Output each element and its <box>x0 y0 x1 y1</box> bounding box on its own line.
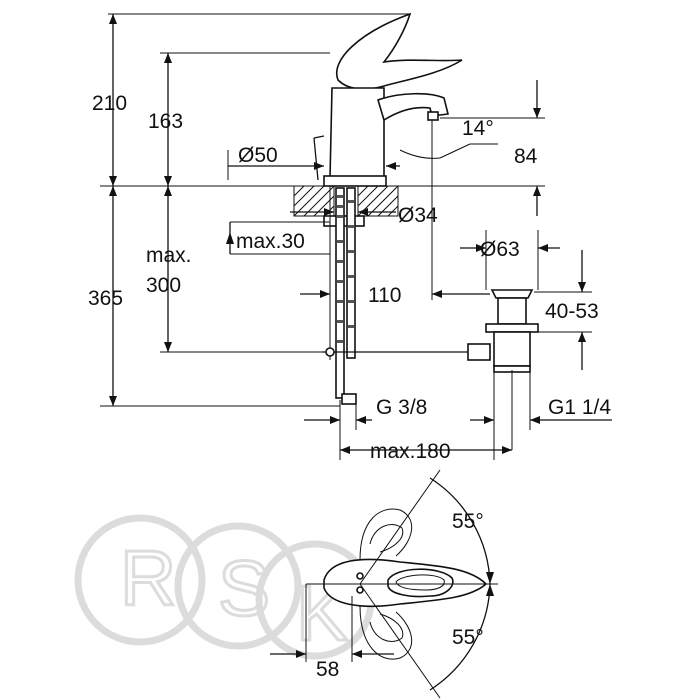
waste-nut <box>485 323 539 333</box>
label-angle-55-bottom: 55° <box>452 626 484 649</box>
left-dimensions <box>109 14 172 406</box>
lever-handle <box>335 12 463 90</box>
label-g114: G1 1/4 <box>548 396 611 419</box>
angle-ray-bottom <box>359 583 441 699</box>
top-view-lever-recess <box>387 568 454 598</box>
arc-55-top <box>429 477 491 585</box>
linkage-joint <box>325 347 335 357</box>
label-110: 110 <box>368 284 401 307</box>
lever-rotated-down-inner <box>369 613 404 642</box>
faucet-side-view <box>313 12 463 187</box>
watermark-ring-s <box>174 522 302 650</box>
label-angle-14: 14° <box>462 117 494 140</box>
label-angle-55-top: 55° <box>452 510 484 533</box>
faucet-top-view <box>270 469 498 699</box>
aerator <box>427 111 439 121</box>
label-210: 210 <box>92 92 127 115</box>
popup-waste <box>467 289 539 450</box>
popup-rod-knob <box>313 135 325 139</box>
waste-linkage-box <box>467 343 491 361</box>
waste-thread <box>497 297 527 325</box>
watermark-letter-r: R <box>120 534 176 622</box>
indicator-hot <box>356 572 364 580</box>
angle-arc <box>399 149 441 159</box>
label-max-30: max.30 <box>236 230 305 253</box>
label-300: 300 <box>146 274 181 297</box>
indicator-cold <box>356 586 364 594</box>
supply-hoses <box>322 186 470 405</box>
faucet-body <box>329 87 385 179</box>
label-diameter-34: Ø34 <box>398 204 438 227</box>
supply-hose-2 <box>346 187 356 359</box>
faucet-base <box>323 175 387 187</box>
supply-hose-1 <box>335 187 345 399</box>
hose-fitting <box>341 393 357 405</box>
deck-section <box>293 185 399 227</box>
label-max-180: max.180 <box>370 440 451 463</box>
watermark-letter-s: S <box>218 544 270 632</box>
label-365: 365 <box>88 287 123 310</box>
top-view-lever-inner <box>395 574 445 591</box>
spout-dimensions <box>227 80 545 300</box>
label-84: 84 <box>514 145 538 168</box>
label-max: max. <box>146 244 192 267</box>
label-g38: G 3/8 <box>376 396 427 419</box>
lever-rotated-up-inner <box>369 524 404 553</box>
lever-rotated-up <box>359 508 413 561</box>
deck-dimensions <box>226 208 396 255</box>
bottom-dimensions <box>304 370 612 460</box>
waste-body <box>493 331 531 367</box>
label-58: 58 <box>316 658 339 681</box>
faucet-spout <box>377 92 449 122</box>
dimension-labels: 210 163 Ø50 14° 84 Ø34 max.30 max. 300 3… <box>88 92 611 681</box>
watermark-ring-r <box>74 514 206 646</box>
angle-line <box>439 143 471 159</box>
lever-rotated-down <box>359 605 413 660</box>
waste-dimensions <box>300 230 592 370</box>
angle-ray-top <box>359 469 441 585</box>
rsk-watermark: R S K <box>74 514 375 660</box>
waste-flange <box>490 289 534 299</box>
label-40-53: 40-53 <box>545 300 599 323</box>
arc-55-bottom <box>429 583 491 691</box>
label-diameter-50: Ø50 <box>238 144 278 167</box>
popup-rod <box>313 137 319 181</box>
label-diameter-63: Ø63 <box>480 238 520 261</box>
label-163: 163 <box>148 110 183 133</box>
